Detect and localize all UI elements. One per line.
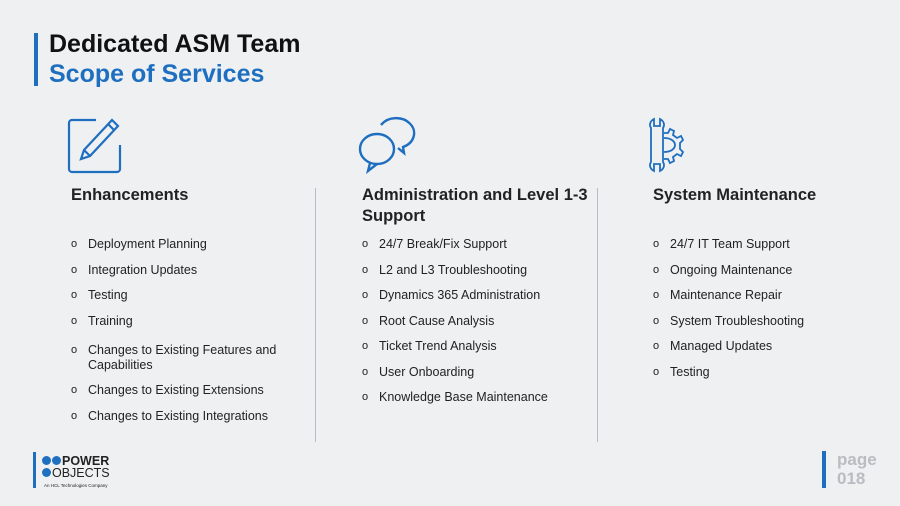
chat-bubbles-icon (357, 115, 607, 177)
column-heading: System Maintenance (653, 186, 817, 204)
column-heading: Administration and Level 1-3 Support (362, 186, 588, 225)
logo-text: POWER (62, 454, 110, 468)
list-item: Root Cause Analysis (362, 314, 607, 329)
list-item: 24/7 IT Team Support (653, 237, 898, 252)
list-item: Maintenance Repair (653, 288, 898, 303)
list-item: Ticket Trend Analysis (362, 339, 607, 354)
pencil-square-icon (66, 115, 316, 177)
column-divider (315, 188, 316, 442)
list-item: Managed Updates (653, 339, 898, 354)
list-item: 24/7 Break/Fix Support (362, 237, 607, 252)
column-administration: Administration and Level 1-3 Support 24/… (357, 115, 607, 416)
service-list: Deployment Planning Integration Updates … (71, 237, 316, 424)
list-item: Changes to Existing Extensions (71, 383, 316, 398)
list-item: Testing (71, 288, 316, 303)
title-accent-bar (34, 33, 38, 86)
list-item: User Onboarding (362, 365, 607, 380)
column-enhancements: Enhancements Deployment Planning Integra… (66, 115, 316, 434)
list-item: Deployment Planning (71, 237, 316, 252)
list-item: Ongoing Maintenance (653, 263, 898, 278)
list-item: Training (71, 314, 316, 329)
page-title: Dedicated ASM Team (49, 30, 301, 58)
page-subtitle: Scope of Services (49, 60, 265, 88)
logo-tagline: An HCL Technologies Company (44, 483, 108, 488)
list-item: System Troubleshooting (653, 314, 898, 329)
page-accent-bar (822, 451, 826, 488)
column-system-maintenance: System Maintenance 24/7 IT Team Support … (648, 115, 898, 390)
column-divider (597, 188, 598, 442)
list-item: Changes to Existing Integrations (71, 409, 316, 424)
list-item: Changes to Existing Features and Capabil… (71, 343, 316, 373)
list-item: Dynamics 365 Administration (362, 288, 607, 303)
wrench-gear-icon (648, 115, 898, 177)
list-item: Knowledge Base Maintenance (362, 390, 607, 405)
list-item: L2 and L3 Troubleshooting (362, 263, 607, 278)
service-list: 24/7 Break/Fix Support L2 and L3 Trouble… (362, 237, 607, 405)
service-list: 24/7 IT Team Support Ongoing Maintenance… (653, 237, 898, 380)
column-heading: Enhancements (71, 186, 189, 204)
list-item: Integration Updates (71, 263, 316, 278)
logo-text: OBJECTS (52, 466, 110, 480)
list-item: Testing (653, 365, 898, 380)
